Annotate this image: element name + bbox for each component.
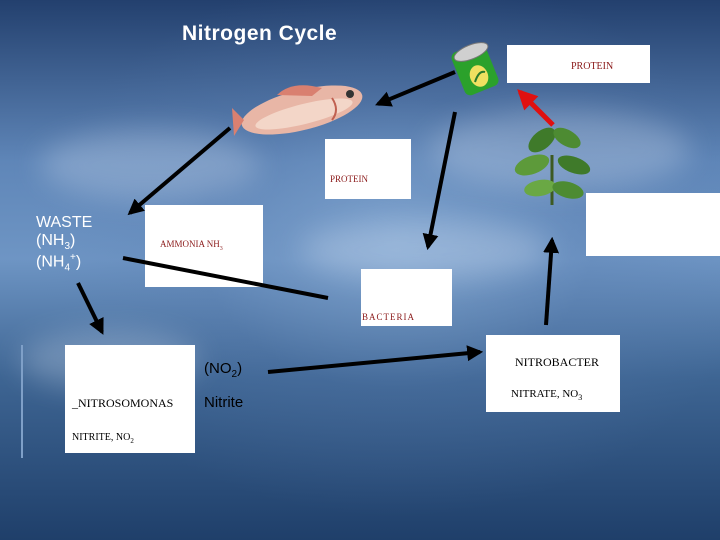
red-arrow-plant-to-can — [517, 89, 555, 127]
right-empty-box — [586, 193, 720, 256]
nitrite-label: Nitrite — [204, 394, 244, 411]
arrow-nitrate-to-plant — [543, 236, 560, 326]
no2-formula: (NO2) — [204, 360, 243, 380]
arrow-nitrite-to-nitrobacter — [267, 345, 484, 374]
nh4-formula: (NH4+) — [36, 252, 82, 274]
bacteria-box — [361, 269, 452, 326]
page-title: Nitrogen Cycle — [182, 22, 338, 45]
protein-mid-label: PROTEIN — [330, 174, 368, 184]
arrow-ammonia-to-bacteria — [122, 256, 329, 300]
nitrosomonas-label: _NITROSOMONAS — [72, 396, 174, 410]
arrow-can-to-fish — [375, 70, 456, 107]
arrow-fish-to-waste — [127, 126, 232, 216]
ammonia-label: AMMONIA NH3 — [160, 239, 223, 252]
nitrobacter-box — [486, 335, 620, 412]
nitrite-box — [65, 345, 195, 453]
nitrobacter-label: NITROBACTER — [515, 355, 599, 369]
protein-top-label: PROTEIN — [571, 61, 614, 72]
fish-icon — [232, 85, 363, 136]
arrow-can-to-bacteria-down — [422, 111, 457, 251]
waste-text: WASTE — [36, 214, 93, 231]
nh3-formula: (NH3) — [36, 232, 76, 253]
bacteria-label: BACTERIA — [362, 312, 415, 322]
plant-icon — [514, 127, 591, 205]
protein-mid-box — [325, 139, 411, 199]
nitrate-label: NITRATE, NO3 — [511, 388, 583, 403]
protein-top-box — [507, 45, 650, 83]
arrow-waste-to-nitrosomonas — [76, 282, 104, 335]
nitrite-no2-label: NITRITE, NO2 — [72, 432, 134, 445]
waste-label: WASTE (NH3) (NH4+) — [36, 214, 92, 274]
fish-food-can-icon — [451, 42, 499, 96]
